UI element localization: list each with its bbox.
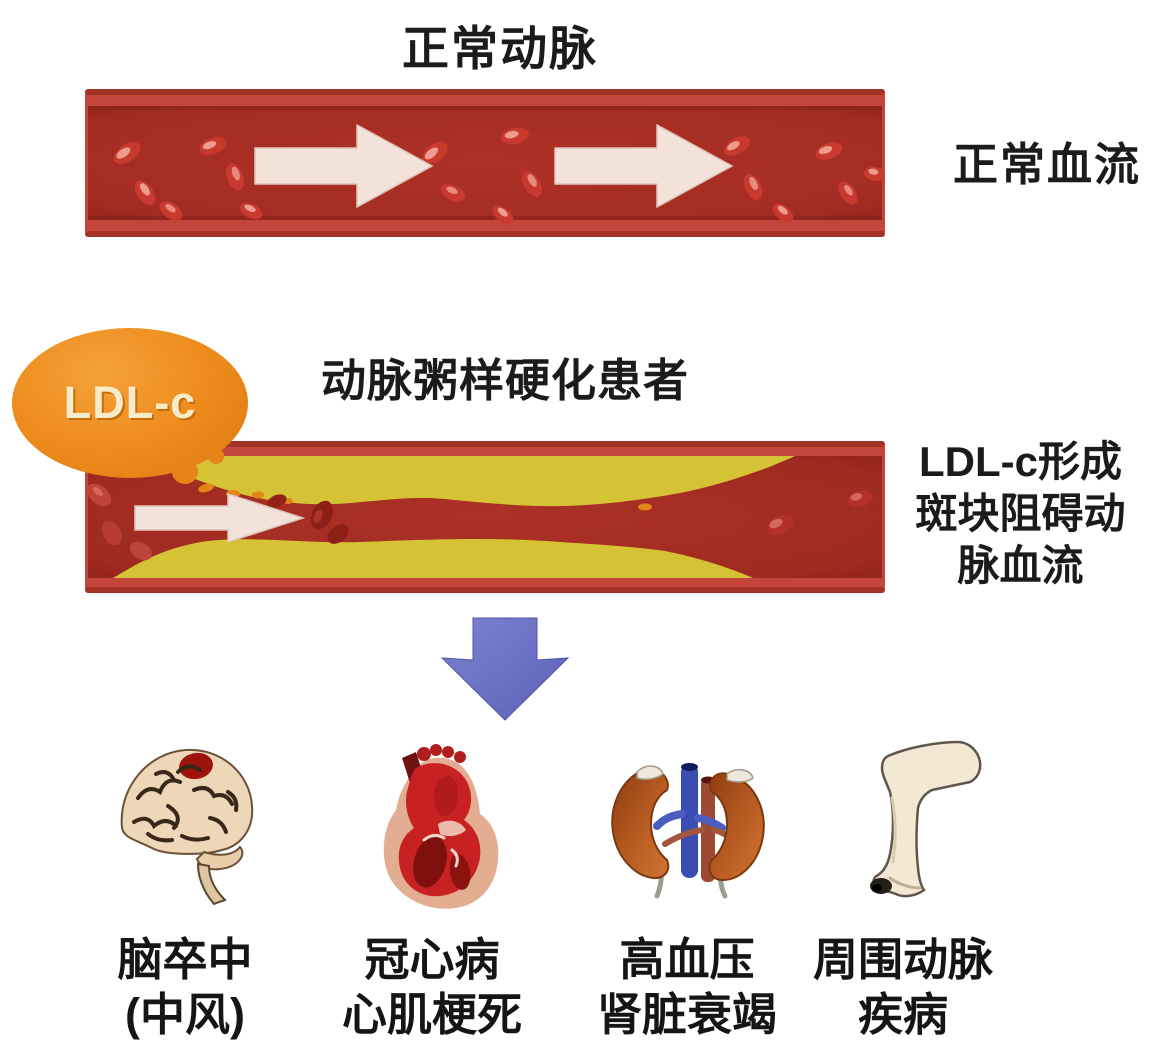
ldl-drip bbox=[208, 448, 224, 464]
ldl-drip bbox=[172, 460, 198, 484]
label-line: 疾病 bbox=[857, 989, 948, 1040]
plaque-caption-line: LDL-c形成 bbox=[919, 438, 1122, 485]
normal-artery-illustration bbox=[85, 89, 886, 237]
label-line: 周围动脉 bbox=[812, 934, 993, 985]
brain-icon bbox=[108, 738, 260, 915]
label-hypertension-kidney-failure: 高血压 肾脏衰竭 bbox=[557, 932, 817, 1042]
right-arrow-icon bbox=[254, 123, 434, 209]
label-line: 脑卒中 bbox=[117, 934, 253, 985]
plaque-bottom bbox=[113, 539, 753, 578]
right-arrow-icon bbox=[554, 123, 734, 209]
label-stroke: 脑卒中 (中风) bbox=[55, 932, 315, 1042]
blood-cells bbox=[113, 127, 886, 225]
label-line: 冠心病 bbox=[364, 934, 500, 985]
ldl-c-bubble: LDL-c bbox=[12, 328, 248, 484]
plaque-caption: LDL-c形成 斑块阻碍动 脉血流 bbox=[893, 436, 1148, 592]
label-coronary-disease: 冠心病 心肌梗死 bbox=[302, 932, 562, 1042]
label-line: (中风) bbox=[125, 989, 245, 1040]
atherosclerosis-title: 动脉粥样硬化患者 bbox=[320, 355, 689, 406]
atherosclerotic-artery-illustration bbox=[85, 441, 885, 593]
normal-artery-graphic bbox=[85, 89, 886, 237]
down-arrow-icon bbox=[440, 617, 570, 721]
plaque-caption-line: 斑块阻碍动 bbox=[915, 490, 1126, 537]
label-line: 心肌梗死 bbox=[341, 989, 522, 1040]
label-line: 高血压 bbox=[619, 934, 755, 985]
heart-icon bbox=[372, 740, 507, 925]
normal-flow-caption: 正常血流 bbox=[952, 139, 1141, 190]
ldl-c-label: LDL-c bbox=[63, 377, 197, 428]
right-arrow-icon bbox=[134, 492, 306, 544]
atherosclerotic-artery-graphic bbox=[85, 441, 885, 593]
normal-artery-title: 正常动脉 bbox=[402, 22, 598, 75]
plaque-top bbox=[137, 456, 795, 507]
blood-cells bbox=[86, 483, 873, 561]
leg-icon bbox=[866, 738, 986, 911]
label-peripheral-artery-disease: 周围动脉 疾病 bbox=[773, 932, 1033, 1042]
label-line: 肾脏衰竭 bbox=[596, 989, 777, 1040]
kidneys-icon bbox=[603, 760, 773, 905]
plaque-caption-line: 脉血流 bbox=[957, 542, 1084, 589]
